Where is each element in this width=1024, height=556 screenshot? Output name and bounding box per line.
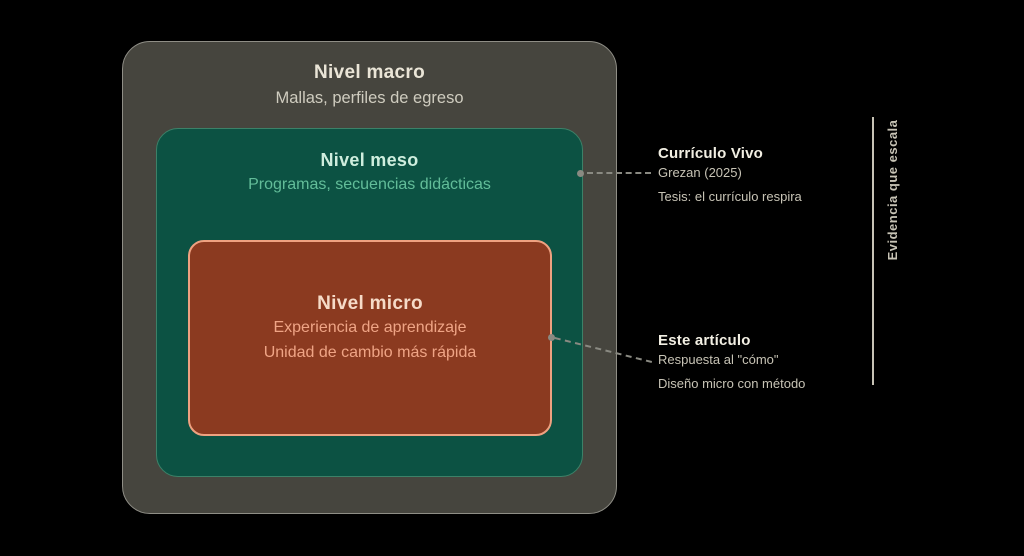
connector-line-meso bbox=[587, 172, 651, 174]
level-macro-subtitle: Mallas, perfiles de egreso bbox=[275, 89, 464, 107]
annotation-title: Currículo Vivo bbox=[658, 145, 764, 162]
level-micro-box bbox=[188, 240, 552, 436]
level-macro-title: Nivel macro bbox=[313, 62, 426, 83]
scale-axis-label: Evidencia que escala bbox=[885, 119, 900, 261]
connector-dot-meso bbox=[577, 170, 584, 177]
annotation-method: Diseño micro con método bbox=[658, 376, 806, 391]
level-micro-line-1: Experiencia de aprendizaje bbox=[273, 319, 467, 336]
annotation-source: Grezan (2025) bbox=[658, 165, 742, 180]
level-micro-line-2: Unidad de cambio más rápida bbox=[263, 344, 477, 361]
annotation-response: Respuesta al "cómo" bbox=[658, 352, 779, 367]
level-meso-title: Nivel meso bbox=[320, 150, 419, 170]
annotation-title: Este artículo bbox=[658, 332, 751, 349]
level-micro-title: Nivel micro bbox=[317, 293, 423, 314]
scale-axis-rule bbox=[872, 117, 874, 385]
connector-dot-micro bbox=[548, 334, 555, 341]
annotation-curriculo-vivo: Currículo Vivo Grezan (2025) Tesis: el c… bbox=[658, 145, 802, 204]
annotation-thesis: Tesis: el currículo respira bbox=[658, 189, 802, 204]
level-meso-subtitle: Programas, secuencias didácticas bbox=[248, 176, 491, 193]
annotation-este-articulo: Este artículo Respuesta al "cómo" Diseño… bbox=[658, 332, 805, 391]
